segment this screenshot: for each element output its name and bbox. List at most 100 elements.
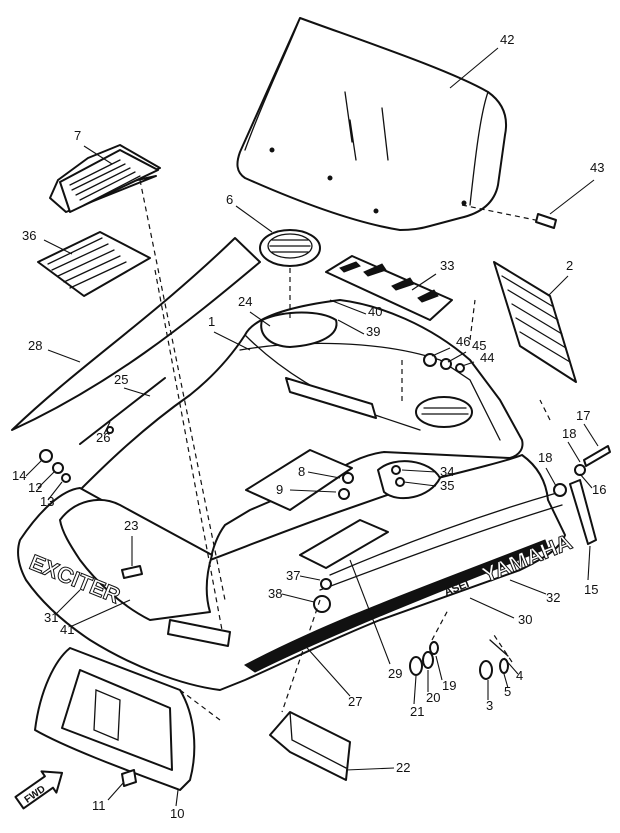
callout-leader-c18a	[567, 441, 581, 463]
callout-c31: 31	[44, 610, 58, 625]
callout-c30: 30	[518, 612, 532, 627]
vent-grille-top	[49, 144, 161, 213]
callout-leader-c19	[435, 655, 443, 681]
callout-c39: 39	[366, 324, 380, 339]
callout-leader-c34	[401, 469, 437, 473]
callout-leader-c5	[503, 673, 509, 689]
callout-leader-c38	[281, 593, 315, 603]
callout-leader-c31	[55, 589, 81, 615]
callout-c46: 46	[456, 334, 470, 349]
callout-leader-c30	[469, 597, 515, 619]
callout-leader-c8	[307, 471, 341, 479]
callout-leader-c7	[83, 145, 113, 165]
callout-c12: 12	[28, 480, 42, 495]
callout-leader-c46	[431, 347, 451, 357]
callout-c21: 21	[410, 704, 424, 719]
callout-c26: 26	[96, 430, 110, 445]
callout-leader-c33	[411, 273, 437, 291]
callout-c4: 4	[516, 668, 523, 683]
callout-leader-c2	[547, 275, 569, 297]
callout-c14: 14	[12, 468, 26, 483]
callout-c25: 25	[114, 372, 128, 387]
vent-grille-side	[37, 231, 151, 297]
callout-c35: 35	[440, 478, 454, 493]
callout-leader-c29	[349, 559, 391, 665]
callout-c1: 1	[208, 314, 215, 329]
callout-leader-c6	[235, 205, 273, 233]
fasteners	[39, 353, 611, 787]
callout-leader-c27	[299, 639, 351, 697]
callout-leader-c43	[549, 179, 595, 215]
callout-c13: 13	[40, 494, 54, 509]
callout-leader-c25	[123, 387, 151, 397]
callout-leader-c11	[107, 781, 125, 801]
callout-leader-c10	[175, 789, 179, 807]
callout-c11: 11	[92, 798, 106, 813]
callout-c6: 6	[226, 192, 233, 207]
forward-arrow-icon: FWD	[14, 770, 64, 810]
callout-c43: 43	[590, 160, 604, 175]
callout-leader-c32	[509, 579, 547, 595]
callout-leader-c17	[583, 423, 599, 447]
callout-c19: 19	[442, 678, 456, 693]
callout-leader-c18b	[545, 467, 557, 487]
callout-leader-c36	[43, 239, 73, 255]
callout-leader-c4	[503, 657, 519, 675]
callout-c34: 34	[440, 464, 454, 479]
callout-c2: 2	[566, 258, 573, 273]
callout-labels: 1234567891011121314151617181819202122232…	[12, 32, 606, 821]
callout-leader-c35	[403, 481, 437, 487]
callout-leader-c44	[461, 361, 475, 367]
callout-c27: 27	[348, 694, 362, 709]
windshield-bolt	[535, 213, 557, 229]
callout-c40: 40	[368, 304, 382, 319]
callout-leader-c13	[47, 481, 63, 501]
callout-leader-c42	[449, 47, 499, 89]
bottom-bracket	[269, 711, 351, 781]
callout-c3: 3	[486, 698, 493, 713]
callout-c33: 33	[440, 258, 454, 273]
callout-c20: 20	[426, 690, 440, 705]
callout-c44: 44	[480, 350, 494, 365]
callout-c45: 45	[472, 338, 486, 353]
callout-leader-c41	[71, 599, 131, 627]
callout-leader-c37	[299, 575, 321, 581]
main-hood	[79, 299, 524, 609]
callout-leader-c24	[249, 311, 271, 327]
callout-c15: 15	[584, 582, 598, 597]
callout-c23: 23	[124, 518, 138, 533]
callout-c18b: 18	[538, 450, 552, 465]
callout-leader-c9	[289, 489, 337, 493]
callout-leader-c15	[587, 545, 591, 581]
instrument-panel-plate	[325, 255, 453, 321]
callout-c36: 36	[22, 228, 36, 243]
callout-c28: 28	[28, 338, 42, 353]
front-grille-housing	[34, 647, 196, 791]
callout-c41: 41	[60, 622, 74, 637]
callout-leader-c21	[413, 675, 417, 705]
callout-c29: 29	[388, 666, 402, 681]
callout-c5: 5	[504, 684, 511, 699]
callout-c18a: 18	[562, 426, 576, 441]
callout-leader-c45	[447, 351, 467, 363]
windshield	[236, 17, 507, 231]
callout-leader-c22	[345, 767, 395, 771]
callout-leader-c14	[25, 459, 43, 477]
callout-leader-c16	[579, 473, 593, 489]
callout-leader-c28	[47, 349, 81, 363]
callout-c7: 7	[74, 128, 81, 143]
callout-c38: 38	[268, 586, 282, 601]
callout-c17: 17	[576, 408, 590, 423]
decal-strip	[11, 237, 261, 431]
assembly-lines	[139, 179, 551, 721]
callout-c37: 37	[286, 568, 300, 583]
callout-c22: 22	[396, 760, 410, 775]
callout-c8: 8	[298, 464, 305, 479]
callout-leader-c1	[213, 331, 251, 351]
callout-c24: 24	[238, 294, 252, 309]
callout-c16: 16	[592, 482, 606, 497]
callout-leader-c12	[37, 471, 55, 489]
callout-c32: 32	[546, 590, 560, 605]
callout-leader-c39	[337, 319, 365, 335]
